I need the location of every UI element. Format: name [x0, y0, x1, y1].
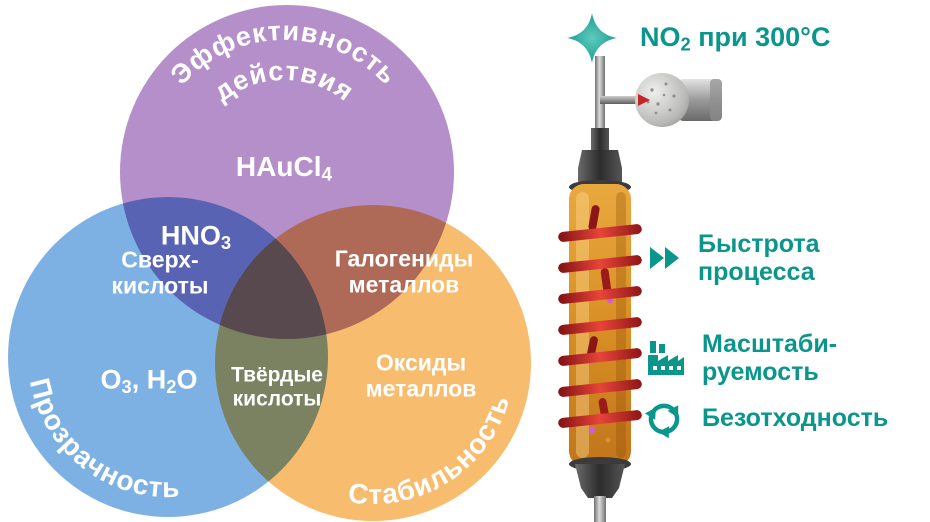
solid-acids-label: Твёрдые кислоты	[231, 363, 323, 410]
superacids-label: Сверх- кислоты	[111, 246, 209, 298]
catalyst-ball	[635, 73, 689, 127]
feature-zero-waste: Безотходность	[642, 396, 888, 440]
no2-condition-label: NO2 при 300°C	[640, 22, 831, 55]
reactor-apparatus-illustration	[558, 56, 722, 522]
feature-zero-waste-label: Безотходность	[702, 404, 889, 432]
heating-coil	[558, 224, 642, 428]
feature-speed: Быстрота процесса	[648, 230, 820, 286]
feature-scalability: Масштаби- руемость	[646, 330, 837, 386]
metal-halides-label: Галогениды металлов	[334, 245, 474, 297]
metal-cap	[678, 79, 722, 121]
hno3-label: HNO3	[160, 220, 232, 254]
o3-h2o-label: O3, H2O	[100, 364, 198, 398]
metal-oxides-label: Оксиды металлов	[365, 349, 477, 401]
stability-circle	[215, 205, 531, 521]
factory-icon	[648, 341, 684, 375]
feature-speed-label: Быстрота процесса	[698, 230, 820, 286]
red-arrow-marker	[638, 94, 650, 106]
fast-forward-icon	[650, 247, 679, 269]
recycle-icon	[642, 396, 686, 440]
haucl4-label: HAuCl4	[235, 151, 333, 186]
lower-connector	[569, 457, 631, 522]
feature-scalability-label: Масштаби- руемость	[702, 330, 838, 386]
sparkle-star-icon	[567, 13, 617, 63]
